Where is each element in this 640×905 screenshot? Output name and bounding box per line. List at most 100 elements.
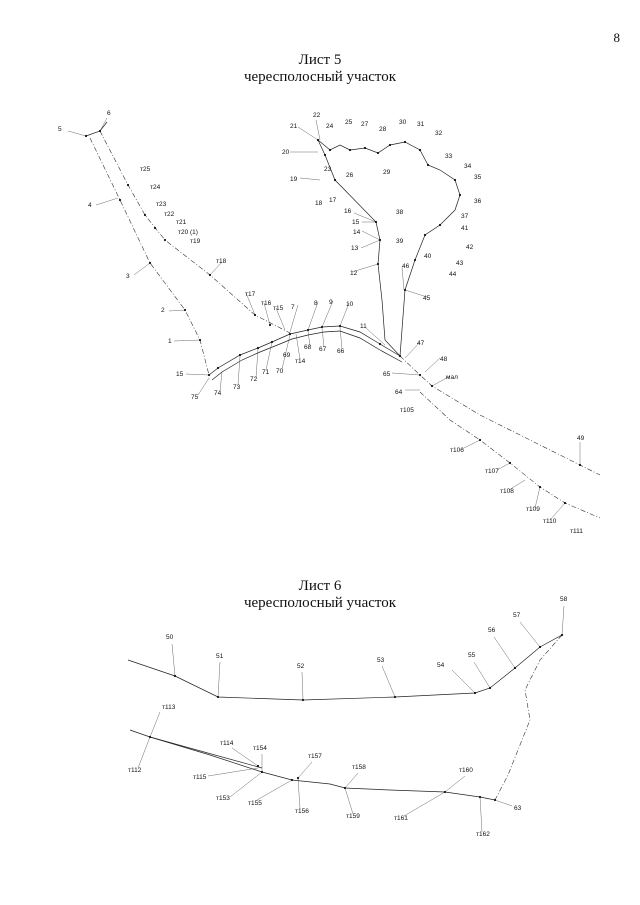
label-leader — [404, 289, 428, 298]
label-leader — [209, 261, 223, 276]
point-label-s5-32: 32 — [435, 130, 443, 137]
survey-point — [118, 198, 122, 202]
point-label-s5-75: 75 — [191, 394, 199, 401]
point-label-s5-t23: т23 — [156, 201, 167, 208]
point-label-s5-21: 21 — [290, 123, 298, 130]
label-leader — [493, 636, 516, 669]
survey-point — [493, 798, 497, 802]
point-label-s5-40: 40 — [424, 253, 432, 260]
survey-point — [153, 226, 157, 230]
survey-point — [538, 485, 542, 489]
survey-point — [323, 153, 327, 157]
survey-point — [418, 148, 422, 152]
survey-point — [478, 795, 482, 799]
survey-point — [388, 143, 392, 147]
point-label-s6-54: 54 — [437, 662, 445, 669]
point-label-s5-64: 64 — [395, 389, 403, 396]
survey-point — [343, 786, 347, 790]
label-leader — [255, 348, 259, 379]
point-label-s6-56: 56 — [488, 627, 496, 634]
point-label-s5-36: 36 — [474, 198, 482, 205]
point-label-s5-6: 6 — [107, 110, 111, 117]
survey-point — [413, 258, 417, 262]
point-label-s6-t162: т162 — [476, 831, 490, 838]
label-leader — [67, 130, 87, 137]
label-leader — [444, 775, 466, 793]
point-label-s5-t111: т111 — [570, 528, 583, 535]
survey-point — [84, 134, 88, 138]
boundary-segment — [377, 263, 401, 357]
point-label-s5-4: 4 — [88, 202, 92, 209]
survey-point — [320, 325, 324, 329]
survey-point — [398, 354, 402, 358]
label-leader — [401, 266, 405, 291]
label-leader — [168, 309, 186, 312]
point-label-s5-t106: т106 — [450, 447, 464, 454]
point-label-s6-t160: т160 — [459, 767, 473, 774]
label-leader — [265, 341, 273, 371]
point-label-s5-46: 46 — [402, 263, 410, 270]
label-leader — [263, 302, 271, 326]
point-label-s5-22: 22 — [313, 112, 321, 119]
label-leader — [256, 779, 293, 801]
survey-point — [148, 261, 152, 265]
point-label-s6-53: 53 — [377, 657, 385, 664]
point-label-s5-t19: т19 — [190, 238, 201, 245]
label-leader — [549, 502, 566, 521]
label-leader — [297, 761, 313, 779]
point-label-s5-13: 13 — [351, 245, 359, 252]
label-leader — [561, 605, 565, 636]
point-label-s5-17: 17 — [329, 197, 337, 204]
survey-point — [378, 238, 382, 242]
point-label-s5-71: 71 — [262, 369, 270, 376]
point-label-s5-73: 73 — [233, 384, 241, 391]
label-leader — [217, 661, 221, 698]
point-label-s5-t15: т15 — [273, 305, 284, 312]
label-leader — [295, 333, 301, 360]
point-label-s6-50: 50 — [166, 634, 174, 641]
label-leader — [307, 330, 311, 347]
survey-point — [508, 461, 512, 465]
sheet6-subtitle: чересполосный участок — [243, 595, 397, 611]
survey-point — [148, 735, 152, 739]
point-label-s6-58: 58 — [560, 596, 568, 603]
survey-point — [403, 140, 407, 144]
point-label-s5-3: 3 — [126, 273, 130, 280]
survey-point — [563, 501, 567, 505]
point-label-s5-t109: т109 — [526, 506, 540, 513]
point-label-s5-47: 47 — [417, 340, 425, 347]
boundary-segment — [208, 325, 401, 376]
boundary-segment — [419, 391, 601, 519]
label-leader — [351, 263, 379, 273]
point-label-s5-31: 31 — [417, 121, 425, 128]
boundary-segment — [399, 355, 601, 476]
survey-point — [216, 695, 220, 699]
label-leader — [281, 334, 291, 370]
point-label-s6-55: 55 — [468, 652, 476, 659]
label-leader — [297, 777, 301, 810]
label-leader — [461, 439, 481, 450]
boundary-lines — [67, 117, 601, 833]
survey-point — [473, 691, 477, 695]
survey-point — [268, 323, 272, 327]
label-leader — [344, 787, 354, 815]
point-label-s5-7: 7 — [291, 304, 295, 311]
point-label-s6-t153: т153 — [216, 795, 230, 802]
label-leader — [404, 341, 421, 359]
label-leader — [171, 643, 176, 677]
point-label-s5-48: 48 — [440, 356, 448, 363]
point-label-s6-t158: т158 — [352, 764, 366, 771]
label-leader — [479, 796, 483, 833]
point-label-s5-15: 15 — [352, 219, 360, 226]
survey-point — [207, 373, 211, 377]
survey-point — [173, 674, 177, 678]
label-leader — [339, 326, 343, 350]
point-label-s5-18: 18 — [315, 200, 323, 207]
survey-point — [430, 384, 434, 388]
label-leader — [149, 711, 161, 738]
point-label-s6-t112: т112 — [128, 767, 142, 774]
survey-point — [403, 288, 407, 292]
survey-point — [348, 148, 352, 152]
point-label-s6-t161: т161 — [394, 815, 408, 822]
